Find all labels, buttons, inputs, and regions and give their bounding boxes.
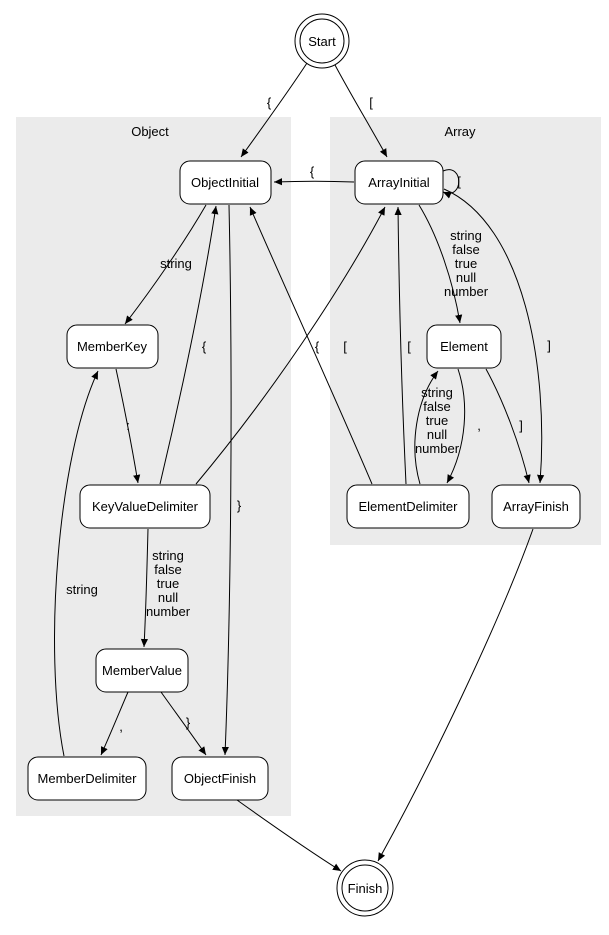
edge-memberdelimiter-memberkey [54,370,99,757]
svg-text:true: true [426,413,448,428]
node-member-value-box [95,648,189,693]
svg-text:number: number [444,284,489,299]
edge-arrayinitial-objectinitial [273,178,355,186]
node-element-delimiter-label: ElementDelimiter [359,499,459,514]
node-member-key: MemberKey [66,324,159,369]
edge-elementdelimiter-objectinitial [249,206,373,485]
edge-label-keyvaluedelimiter-objectinitial: { [202,339,207,354]
start-inner-circle [299,18,345,64]
edge-label-arrayinitial-arrayfinish: ] [547,338,551,353]
edge-label-start-arrayinitial: [ [369,95,373,110]
svg-text:string: string [152,548,184,563]
node-object-initial-label: ObjectInitial [191,175,259,190]
svg-text:false: false [423,399,450,414]
svg-text:true: true [157,576,179,591]
node-array-initial: ArrayInitial [354,160,444,205]
edge-keyvaluedelimiter-membervalue [140,528,149,648]
svg-text:null: null [456,270,476,285]
edge-label-memberkey-keyvaluedelimiter: : [126,418,130,433]
node-member-key-box [66,324,159,369]
node-array-initial-label: ArrayInitial [368,175,430,190]
edge-label-elementdelimiter-objectinitial: { [315,339,320,354]
svg-text:number: number [146,604,191,619]
svg-text:string: string [421,385,453,400]
node-array-finish-label: ArrayFinish [503,499,569,514]
edge-label-membervalue-objectfinish: } [186,715,191,730]
edge-label-element-elementdelimiter: , [477,418,481,433]
node-member-delimiter-label: MemberDelimiter [38,771,138,786]
cluster-array-label: Array [444,124,476,139]
node-member-delimiter-box [27,756,147,801]
edge-membervalue-memberdelimiter [100,691,129,756]
edge-label-memberdelimiter-memberkey: string [66,582,98,597]
node-object-finish-box [171,756,269,801]
node-key-value-delimiter-label: KeyValueDelimiter [92,499,199,514]
edge-start-arrayinitial [334,64,388,158]
edge-keyvaluedelimiter-objectinitial [159,205,219,485]
edge-start-objectinitial [240,62,308,158]
edge-arrayfinish-finish [377,528,534,862]
edge-objectinitial-memberkey [124,204,207,325]
edge-elementdelimiter-arrayinitial [394,206,407,485]
edge-element-arrayfinish [485,368,531,484]
svg-text:false: false [452,242,479,257]
node-finish-label: Finish [348,881,383,896]
edge-arrayinitial-element [418,204,463,324]
edge-label-elementdelimiter-arrayinitial: [ [407,339,411,354]
node-key-value-delimiter-box [79,484,211,529]
edge-label-membervalue-memberdelimiter: , [119,719,123,734]
finish-inner-circle [341,864,389,912]
cluster-object-label: Object [131,124,169,139]
node-object-initial: ObjectInitial [179,160,272,205]
edge-arrayinitial-arrayfinish [443,188,545,484]
svg-text:true: true [455,256,477,271]
edge-label-element-arrayfinish: ] [519,418,523,433]
edge-membervalue-objectfinish [160,691,207,756]
edge-arrayinitial-selfloop [442,169,460,199]
node-object-finish-label: ObjectFinish [184,771,256,786]
node-element-delimiter-box [346,484,470,529]
svg-text:number: number [415,441,460,456]
node-key-value-delimiter: KeyValueDelimiter [79,484,211,529]
edge-objectfinish-finish [236,799,342,872]
node-member-delimiter: MemberDelimiter [27,756,147,801]
edge-label-objectinitial-memberkey: string [160,256,192,271]
edge-elementdelimiter-element [414,370,439,485]
edge-memberkey-keyvaluedelimiter [115,368,141,484]
node-start: Start [294,13,350,69]
svg-text:null: null [158,590,178,605]
node-element-delimiter: ElementDelimiter [346,484,470,529]
edge-keyvaluedelimiter-arrayinitial [195,206,386,485]
node-finish: Finish [336,859,394,917]
edges: { [ { [ string false true null number ] … [54,62,551,872]
edge-label-arrayinitial-objectinitial: { [310,164,315,179]
edge-label-objectinitial-objectfinish: } [237,498,242,513]
node-member-value: MemberValue [95,648,189,693]
node-member-value-label: MemberValue [102,663,182,678]
svg-text:false: false [154,562,181,577]
node-object-initial-box [179,160,272,205]
svg-text:null: null [427,427,447,442]
edge-element-elementdelimiter [446,368,466,484]
node-element-box [426,324,502,369]
node-element: Element [426,324,502,369]
node-object-finish: ObjectFinish [171,756,269,801]
node-array-finish: ArrayFinish [491,484,581,529]
edge-label-arrayinitial-selfloop: [ [457,174,461,189]
edge-label-start-objectinitial: { [267,95,272,110]
cluster-object-box [16,117,291,816]
cluster-object: Object [16,117,291,816]
node-array-finish-box [491,484,581,529]
edge-label-keyvaluedelimiter-arrayinitial: [ [343,339,347,354]
node-start-label: Start [308,34,336,49]
node-member-key-label: MemberKey [77,339,148,354]
svg-text:string: string [450,228,482,243]
edge-label-elementdelimiter-element: string false true null number [415,385,460,456]
edge-objectinitial-objectfinish [221,204,232,756]
edge-label-arrayinitial-element: string false true null number [444,228,489,299]
node-array-initial-box [354,160,444,205]
edge-label-keyvaluedelimiter-membervalue: string false true null number [146,548,191,619]
node-element-label: Element [440,339,488,354]
